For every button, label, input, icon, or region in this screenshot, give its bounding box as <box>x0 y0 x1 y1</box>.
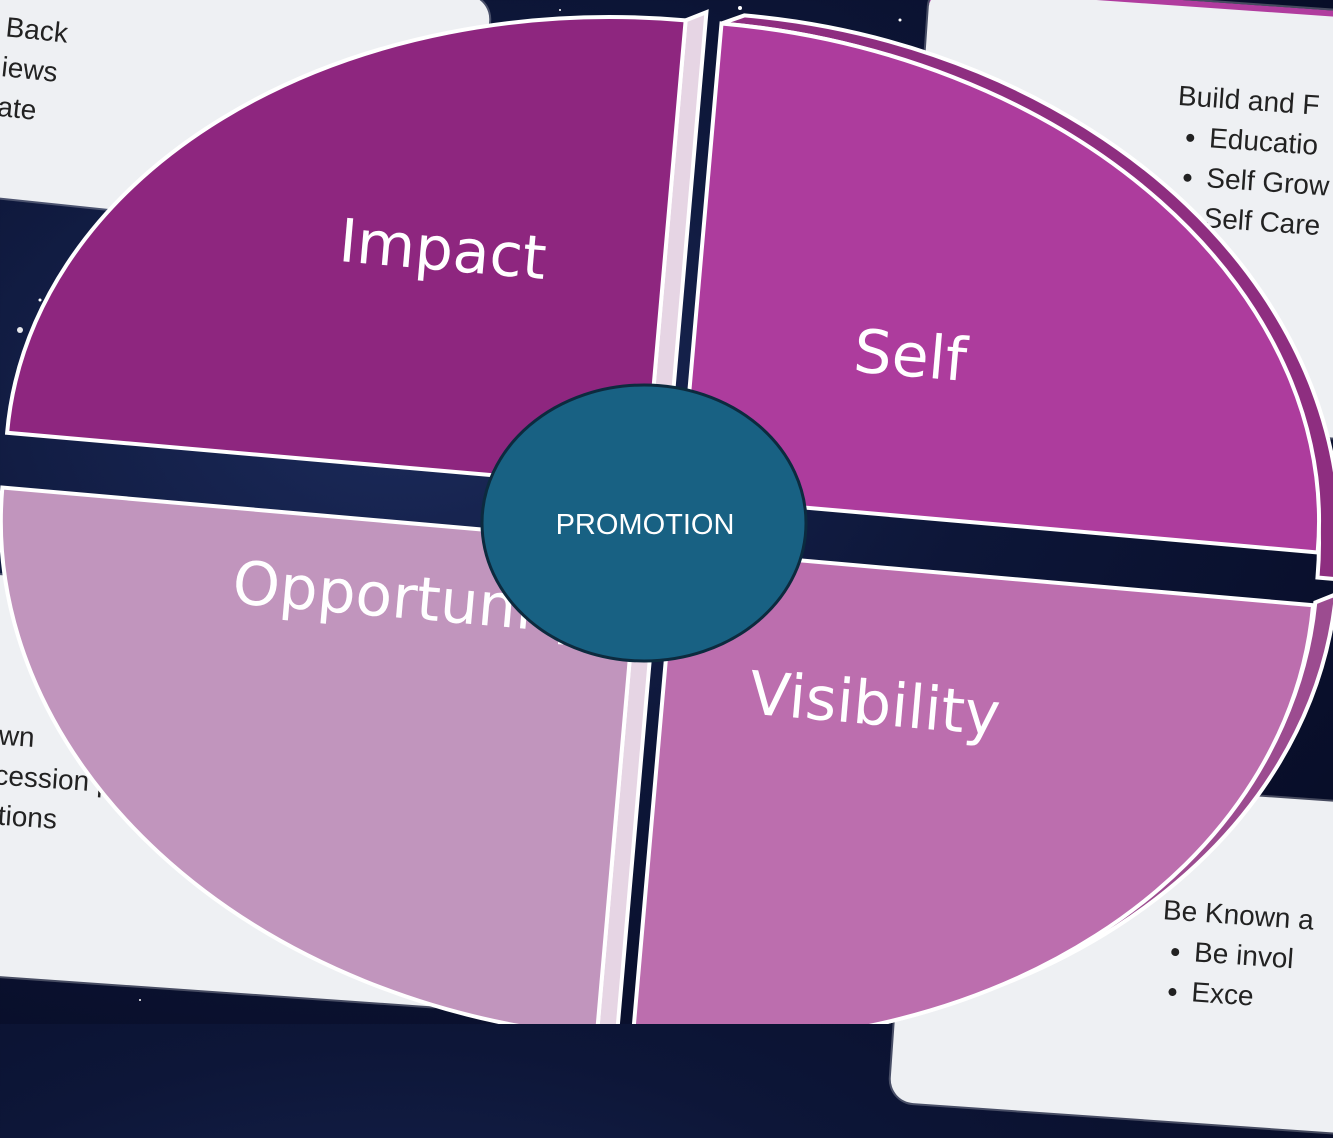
center-oval <box>480 383 808 663</box>
quadrant-opportunity <box>0 485 643 1024</box>
quadrant-visibility <box>630 547 1316 1024</box>
quadrant-impact <box>4 15 688 491</box>
label-self: Self <box>851 316 971 396</box>
center-label: PROMOTION <box>556 509 735 541</box>
quadrant-self <box>677 21 1322 555</box>
promotion-diagram: Impact Self Opportunity Visibility PROMO… <box>0 12 1333 1024</box>
